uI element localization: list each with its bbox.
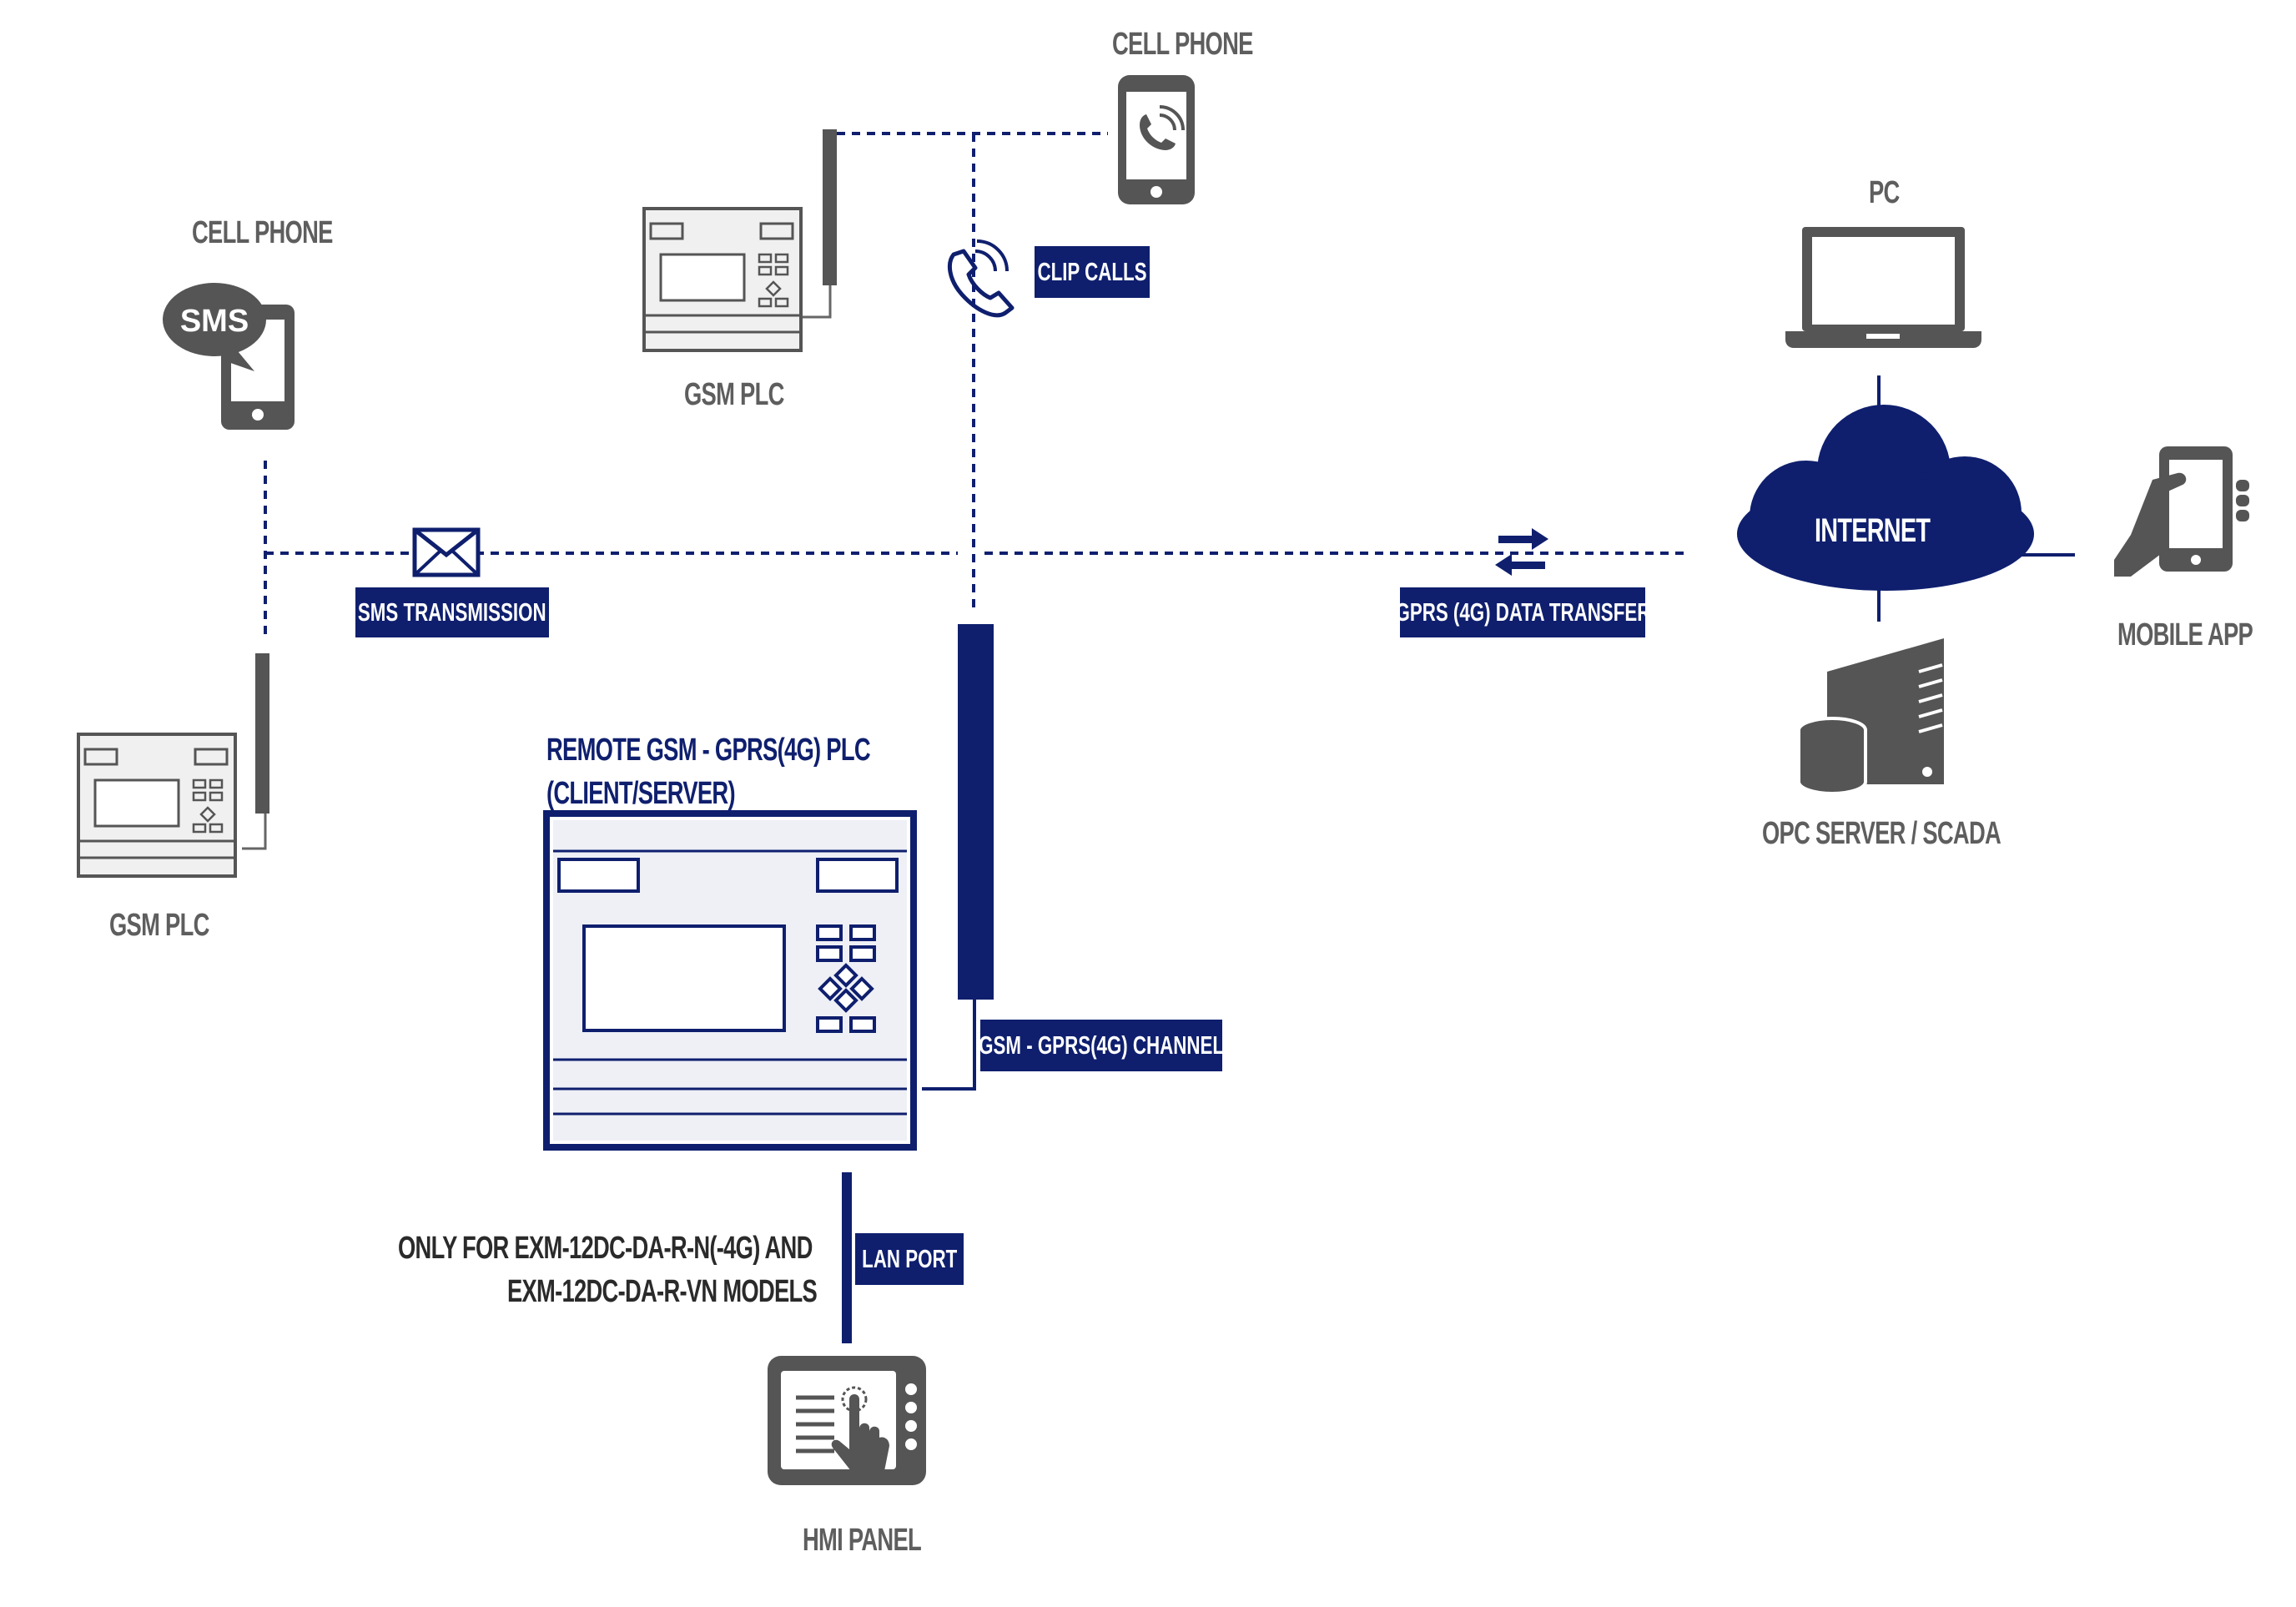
cloud-icon bbox=[1737, 405, 2034, 591]
sms-bubble-text: SMS bbox=[180, 304, 249, 339]
sms-phone-icon: SMS bbox=[163, 283, 295, 430]
connections bbox=[264, 132, 1689, 639]
hmi-panel-icon bbox=[768, 1356, 926, 1485]
top-plc-antenna-link bbox=[801, 284, 832, 319]
antenna-link bbox=[922, 1000, 976, 1091]
remote-plc-title-line1: REMOTE GSM - GPRS(4G) PLC bbox=[546, 733, 871, 768]
gprs-data-transfer-tag: GPRS (4G) DATA TRANSFER bbox=[1400, 587, 1645, 637]
sms-transmission-tag: SMS TRANSMISSION bbox=[355, 587, 549, 637]
left-plc-antenna-link bbox=[242, 814, 267, 850]
gprs-data-transfer-tag-text: GPRS (4G) DATA TRANSFER bbox=[1400, 597, 1645, 627]
gsm-plc-left-icon bbox=[77, 733, 237, 878]
cell-phone-left-label: CELL PHONE bbox=[192, 215, 333, 250]
lan-port-tag-text: LAN PORT bbox=[861, 1244, 958, 1273]
remote-plc-antenna bbox=[958, 624, 994, 1000]
cell-phone-call-icon bbox=[1118, 75, 1195, 204]
gsm-plc-left-label: GSM PLC bbox=[109, 908, 209, 943]
cell-phone-top-label: CELL PHONE bbox=[1112, 27, 1253, 62]
clip-call-handset-icon bbox=[947, 239, 1015, 318]
lan-note-line2: EXM-12DC-DA-R-VN MODELS bbox=[507, 1274, 818, 1309]
left-plc-antenna bbox=[255, 653, 269, 814]
gsm-gprs-channel-tag-text: GSM - GPRS(4G) CHANNEL bbox=[980, 1030, 1222, 1060]
lan-note-line1: ONLY FOR EXM-12DC-DA-R-N(-4G) AND bbox=[398, 1231, 813, 1266]
hmi-panel-label: HMI PANEL bbox=[803, 1523, 922, 1558]
hand-tablet-icon bbox=[2114, 446, 2249, 577]
gsm-plc-top-label: GSM PLC bbox=[684, 377, 784, 412]
server-database-icon bbox=[1797, 638, 1944, 795]
gsm-gprs-channel-tag: GSM - GPRS(4G) CHANNEL bbox=[980, 1020, 1222, 1071]
remote-plc-title-line2: (CLIENT/SERVER) bbox=[546, 776, 736, 811]
gsm-plc-top-icon bbox=[642, 207, 803, 352]
mobile-app-label: MOBILE APP bbox=[2117, 617, 2253, 652]
internet-label: INTERNET bbox=[1815, 512, 1931, 549]
envelope-icon bbox=[412, 527, 481, 577]
sms-transmission-tag-text: SMS TRANSMISSION bbox=[358, 597, 546, 627]
exchange-arrows-icon bbox=[1495, 528, 1548, 576]
lan-port-tag: LAN PORT bbox=[855, 1233, 964, 1285]
clip-calls-tag: CLIP CALLS bbox=[1035, 246, 1150, 298]
clip-calls-tag-text: CLIP CALLS bbox=[1037, 257, 1147, 286]
remote-plc-icon bbox=[543, 810, 917, 1151]
solid-connections bbox=[842, 375, 2075, 1343]
top-plc-antenna bbox=[823, 129, 837, 285]
opc-server-label: OPC SERVER / SCADA bbox=[1762, 816, 2001, 851]
laptop-icon bbox=[1785, 227, 1981, 348]
gray-links bbox=[242, 284, 832, 850]
pc-label: PC bbox=[1869, 175, 1900, 210]
